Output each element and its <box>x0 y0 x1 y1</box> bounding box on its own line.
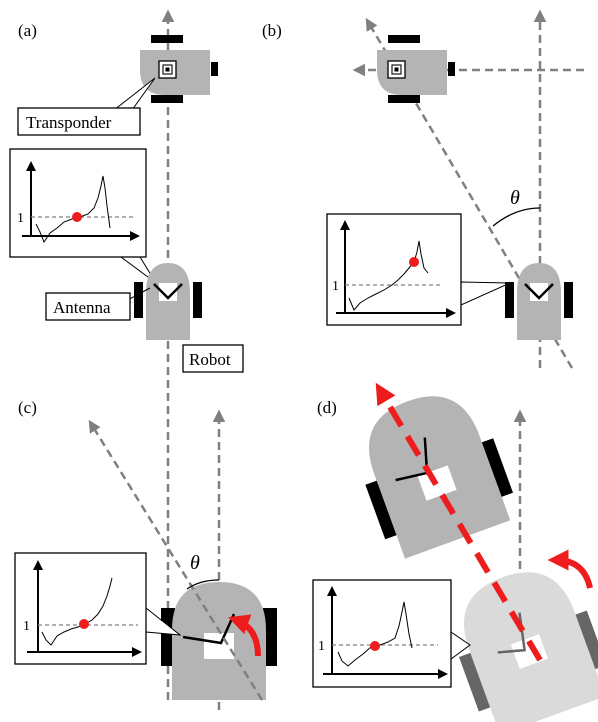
signal-curve <box>337 601 413 667</box>
reference-value-label: 1 <box>318 639 325 654</box>
theta-label: θ <box>190 552 200 574</box>
signal-marker <box>72 212 82 222</box>
panel-a-transponder-robot <box>140 35 218 103</box>
panel-d-robot-before <box>458 572 598 722</box>
signal-marker <box>79 619 89 629</box>
antenna-icon <box>153 283 183 300</box>
robot-label: Robot <box>189 350 231 369</box>
theta-label: θ <box>510 187 520 209</box>
panel-d-robot-after <box>365 396 514 559</box>
antenna-callout <box>45 292 131 321</box>
rotation-arrow <box>547 549 593 589</box>
panel-c-antenna-robot <box>161 582 277 700</box>
robot-body <box>368 396 511 559</box>
panel-a: (a) Transponder 1 <box>9 9 244 700</box>
panel-b-label: (b) <box>262 21 282 40</box>
robot-body <box>146 263 190 340</box>
panel-d: (d) 1 <box>312 382 598 722</box>
antenna-icon <box>524 283 554 300</box>
panel-b-antenna-robot <box>505 263 573 340</box>
angle-arc <box>492 207 541 227</box>
panel-c-label: (c) <box>18 398 37 417</box>
panel-d-signal-plot <box>312 579 452 688</box>
reference-value-label: 1 <box>23 619 30 634</box>
signal-curve <box>348 240 429 311</box>
panel-b: (b) θ 1 <box>262 9 584 369</box>
signal-marker <box>370 641 380 651</box>
panel-b-signal-plot <box>326 213 462 326</box>
panel-d-label: (d) <box>317 398 337 417</box>
transponder-callout <box>17 107 141 136</box>
antenna-label: Antenna <box>53 298 111 317</box>
rotation-arrow <box>228 614 261 657</box>
panel-a-label: (a) <box>18 21 37 40</box>
robot-body <box>517 263 561 340</box>
signal-curve <box>35 175 111 244</box>
panel-c: (c) θ 1 <box>14 398 277 710</box>
reference-value-label: 1 <box>17 211 24 226</box>
transponder-label: Transponder <box>26 113 112 132</box>
heading-arrow <box>375 382 543 662</box>
robot-callout <box>182 344 244 373</box>
panel-c-signal-plot <box>14 552 147 665</box>
signal-marker <box>409 257 419 267</box>
panel-c-bearing-line <box>88 419 264 701</box>
panel-a-antenna-robot <box>134 263 202 340</box>
angle-arc <box>186 579 220 590</box>
panel-b-transponder-robot <box>377 35 455 103</box>
reference-value-label: 1 <box>332 279 339 294</box>
